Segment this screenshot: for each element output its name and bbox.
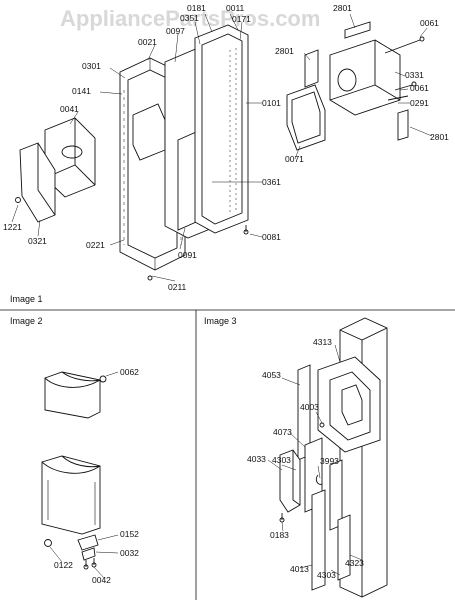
part-label: 0321 [28, 236, 47, 246]
part-label: 0041 [60, 104, 79, 114]
part-label: 0071 [285, 154, 304, 164]
part-label: 0062 [120, 367, 139, 377]
part-label: 0171 [232, 14, 251, 24]
part-label: 0211 [168, 282, 187, 292]
image3-exploded-view [267, 317, 388, 598]
image1-part-labels: 0181 0011 0351 0171 2801 0061 0021 0097 … [3, 3, 449, 292]
part-label: 4313 [313, 337, 332, 347]
part-label: 0101 [262, 98, 281, 108]
part-label: 0221 [86, 240, 105, 250]
part-label: 0061 [420, 18, 439, 28]
part-label: 4013 [290, 564, 309, 574]
panel-caption-image2: Image 2 [10, 316, 43, 326]
part-label: 4053 [262, 370, 281, 380]
part-label: 4303 [317, 570, 336, 580]
part-label: 0081 [262, 232, 281, 242]
image1-exploded-view [11, 13, 433, 282]
part-label: 0011 [226, 3, 245, 13]
part-label: 2801 [333, 3, 352, 13]
image3-part-labels: 4313 4053 4073 4303 4003 4033 3993 0183 … [247, 337, 364, 580]
part-label: 0361 [262, 177, 281, 187]
part-label: 4073 [273, 427, 292, 437]
part-label: 0301 [82, 61, 101, 71]
part-label: 4303 [272, 455, 291, 465]
part-label: 0152 [120, 529, 139, 539]
image2-part-labels: 0062 0152 0032 0122 0042 [54, 367, 139, 585]
panel-caption-image3: Image 3 [204, 316, 237, 326]
part-label: 2801 [275, 46, 294, 56]
part-label: 0291 [410, 98, 429, 108]
part-label: 0021 [138, 37, 157, 47]
part-label: 0351 [180, 13, 199, 23]
part-label: 3993 [320, 456, 339, 466]
part-label: 0032 [120, 548, 139, 558]
panel-caption-image1: Image 1 [10, 294, 43, 304]
part-label: 1221 [3, 222, 22, 232]
part-label: 4003 [300, 402, 319, 412]
part-label: 0042 [92, 575, 111, 585]
part-label: 2801 [430, 132, 449, 142]
part-label: 0097 [166, 26, 185, 36]
part-label: 0181 [187, 3, 206, 13]
part-label: 0061 [410, 83, 429, 93]
part-label: 0091 [178, 250, 197, 260]
part-label: 0331 [405, 70, 424, 80]
part-label: 0141 [72, 86, 91, 96]
part-label: 4033 [247, 454, 266, 464]
part-label: 0183 [270, 530, 289, 540]
part-label: 4323 [345, 558, 364, 568]
watermark-text: AppliancePartsPros.com [60, 6, 320, 31]
part-label: 0122 [54, 560, 73, 570]
image2-exploded-view [41, 371, 119, 579]
